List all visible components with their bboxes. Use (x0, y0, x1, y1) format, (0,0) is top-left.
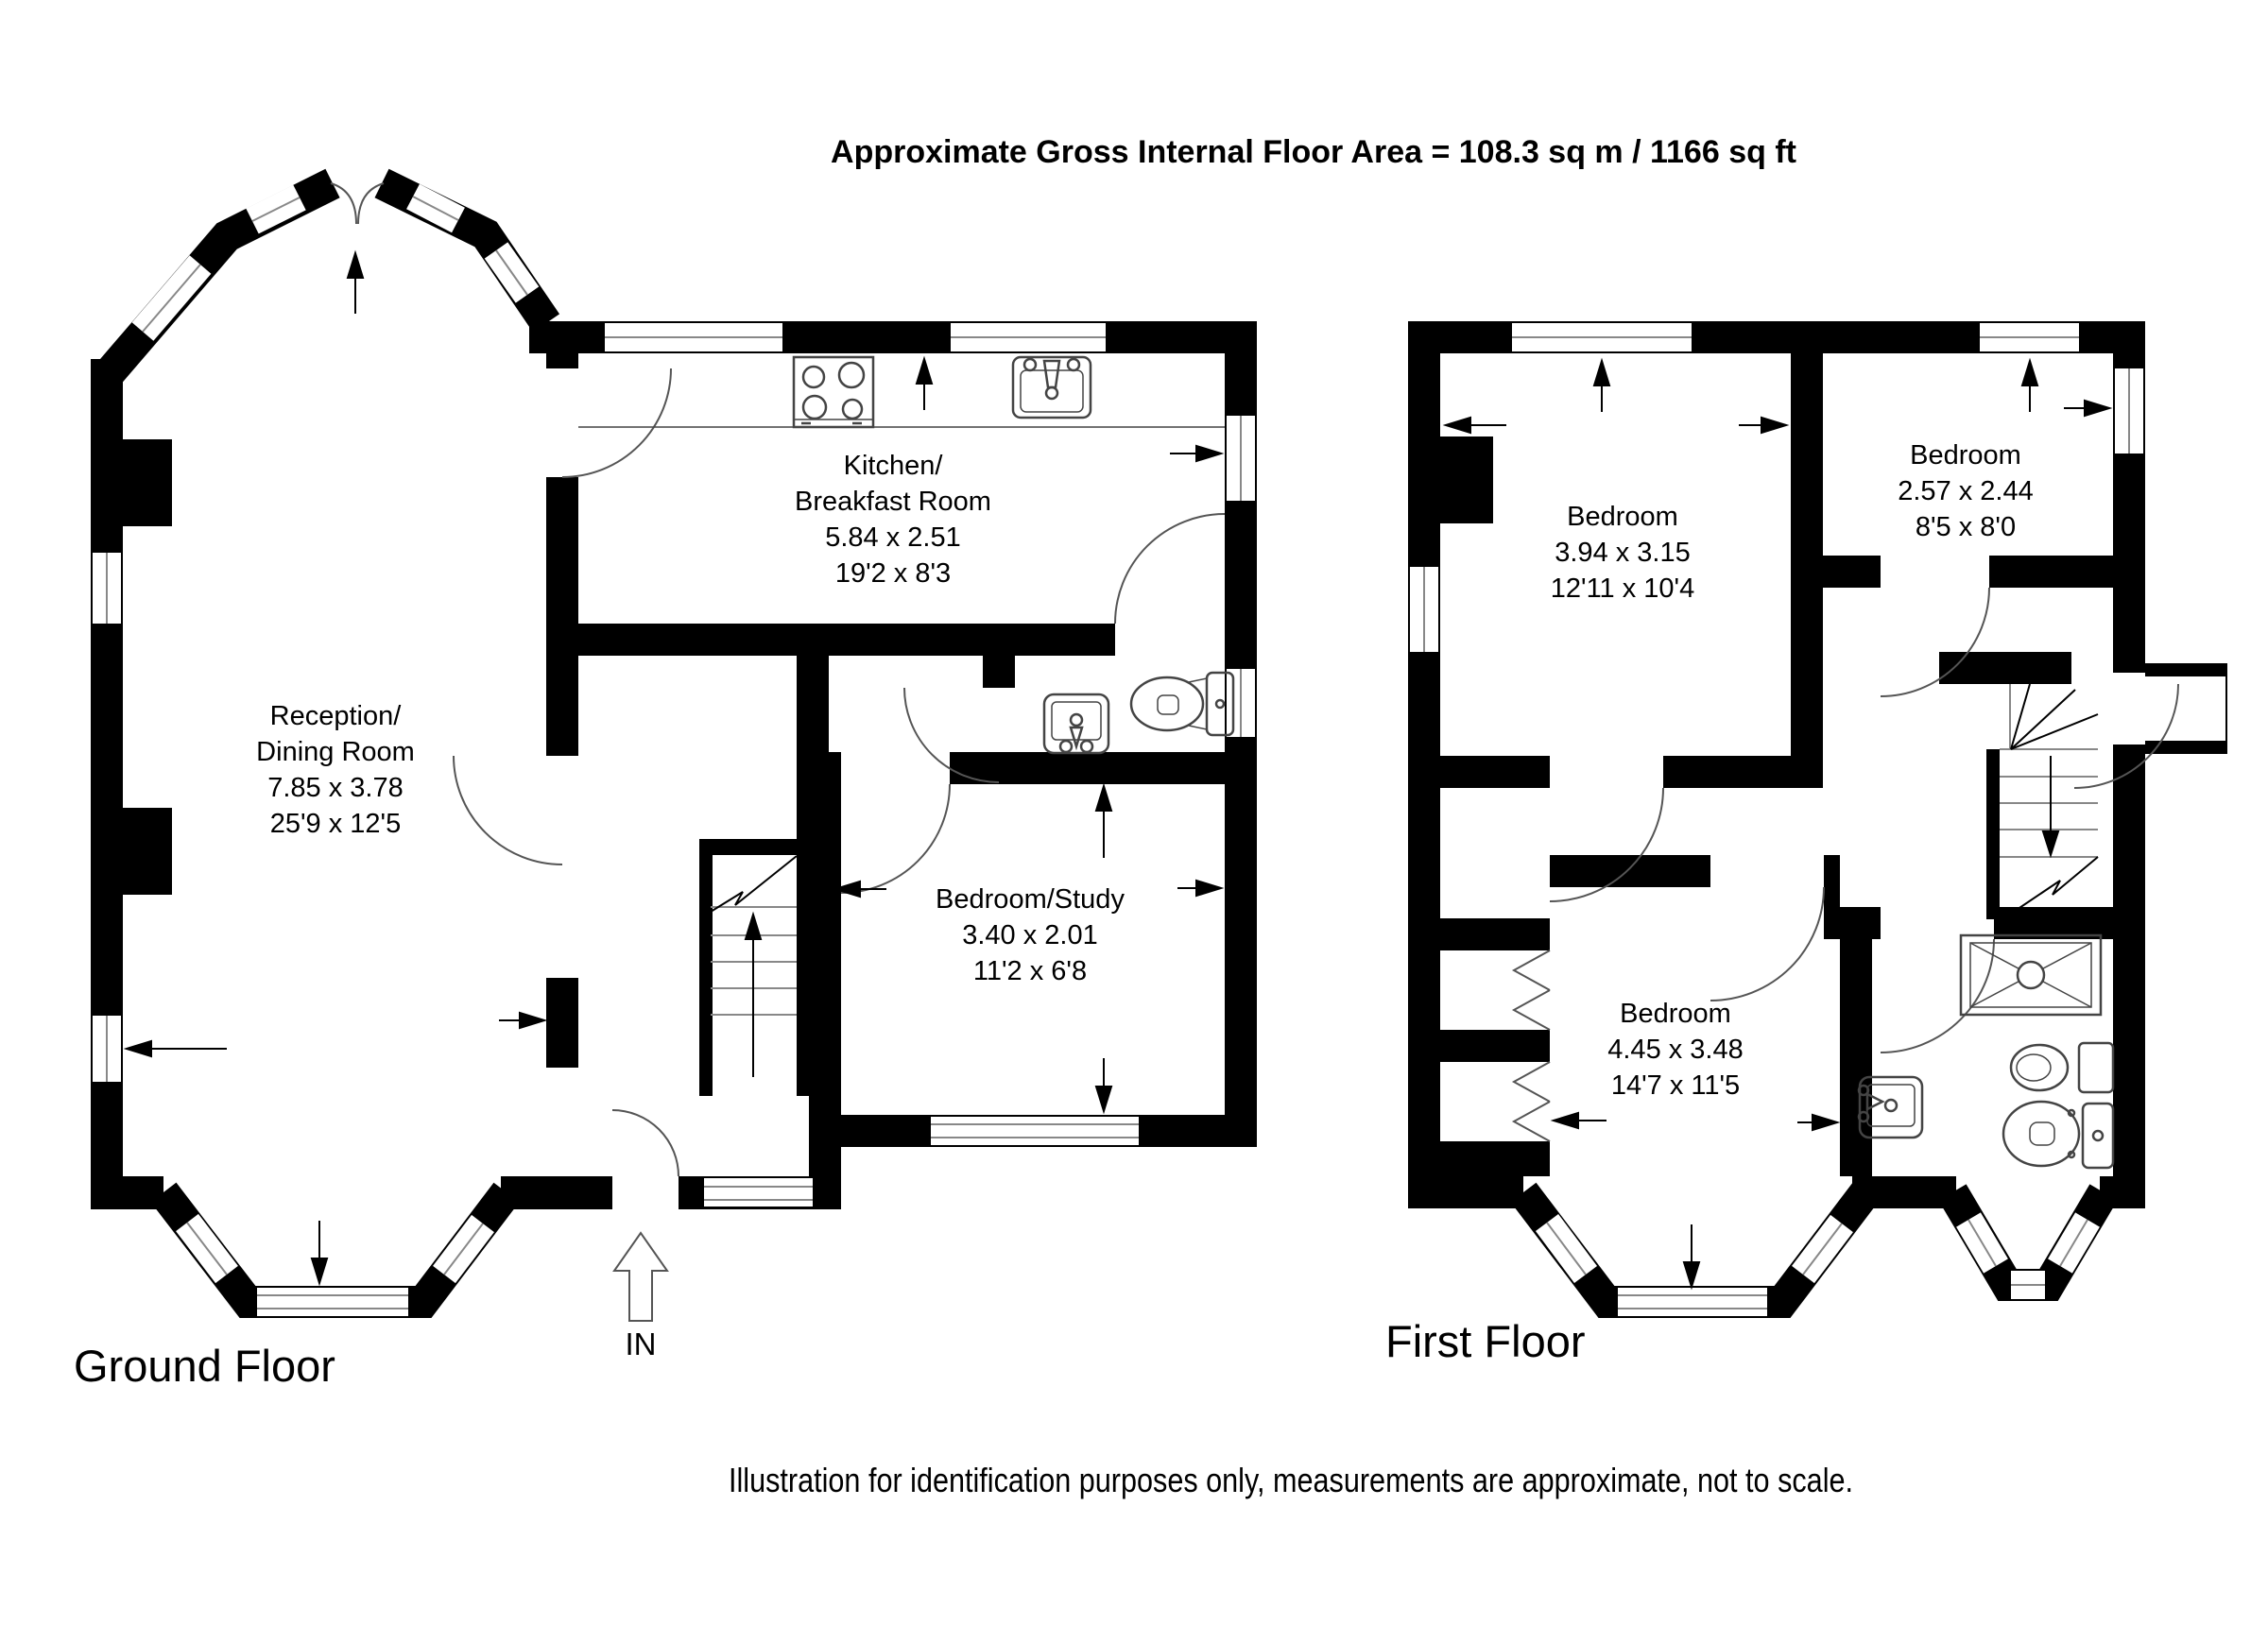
first-walls (1408, 321, 2226, 1318)
first-arrows (1442, 357, 2113, 1291)
room-name: Bedroom/Study (936, 884, 1125, 915)
first-fixtures (1857, 933, 2115, 1170)
ground-windows (93, 183, 1255, 1316)
ground-floor-title: Ground Floor (74, 1341, 335, 1391)
ground-floor-plan (91, 168, 1257, 1322)
room-dimensions-metric: 2.57 x 2.44 (1898, 476, 2034, 506)
room-dimensions-imperial: 25'9 x 12'5 (269, 809, 402, 839)
shower-icon (1959, 933, 2103, 1017)
page-title: Approximate Gross Internal Floor Area = … (831, 134, 1796, 170)
entrance-in-arrow-icon (612, 1231, 669, 1322)
room-dimensions-imperial: 14'7 x 11'5 (1610, 1070, 1741, 1101)
room-name: Bedroom (1567, 502, 1678, 532)
bathroom-sink-icon (1857, 1075, 1924, 1139)
disclaimer-text: Illustration for identification purposes… (728, 1461, 1854, 1499)
room-dimensions-metric: 7.85 x 3.78 (267, 773, 404, 803)
room-dimensions-imperial: 12'11 x 10'4 (1550, 573, 1695, 604)
room-dimensions-imperial: 8'5 x 8'0 (1915, 512, 2017, 542)
kitchen-sink-icon (1011, 355, 1092, 419)
room-dimensions-metric: 4.45 x 3.48 (1607, 1035, 1744, 1065)
first-windows (1410, 323, 2227, 1316)
first-floor-plan (1408, 321, 2227, 1318)
closet-door-icon (1511, 950, 1551, 991)
stove-icon (792, 355, 875, 429)
closet-door-icon (1511, 1101, 1551, 1142)
room-name: Bedroom (1620, 999, 1731, 1029)
room-dimensions-metric: 5.84 x 2.51 (825, 522, 961, 553)
wc-toilet-icon (1129, 671, 1235, 737)
room-label-reception: Reception/ Dining Room 7.85 x 3.78 25'9 … (256, 698, 415, 842)
first-doors (1511, 587, 2179, 1142)
entrance-label: IN (625, 1326, 657, 1361)
room-name: Reception/ (269, 701, 402, 731)
room-label-kitchen: Kitchen/ Breakfast Room 5.84 x 2.51 19'2… (795, 448, 991, 591)
ground-arrows (123, 249, 1225, 1322)
ground-doors (330, 182, 1226, 1177)
room-dimensions-imperial: 19'2 x 8'3 (834, 558, 952, 589)
room-dimensions-imperial: 11'2 x 6'8 (972, 956, 1088, 986)
ground-fixtures (578, 355, 1235, 755)
first-floor-title: First Floor (1385, 1316, 1586, 1366)
room-name: Breakfast Room (795, 487, 991, 517)
room-name: Bedroom (1910, 440, 2021, 471)
room-label-bedroom-3: Bedroom 4.45 x 3.48 14'7 x 11'5 (1607, 996, 1744, 1104)
room-name: Kitchen/ (843, 451, 943, 481)
room-label-bedroom-2: Bedroom 2.57 x 2.44 8'5 x 8'0 (1898, 437, 2034, 545)
first-stairs (2000, 683, 2099, 915)
room-dimensions-metric: 3.94 x 3.15 (1555, 538, 1691, 568)
closet-door-icon (1511, 1061, 1551, 1103)
room-dimensions-metric: 3.40 x 2.01 (962, 920, 1098, 950)
room-label-bedroom-study: Bedroom/Study 3.40 x 2.01 11'2 x 6'8 (936, 881, 1125, 989)
ground-stairs (710, 855, 798, 1077)
room-label-bedroom-1: Bedroom 3.94 x 3.15 12'11 x 10'4 (1551, 499, 1694, 607)
wc-sink-icon (1042, 693, 1110, 755)
closet-door-icon (1511, 989, 1551, 1031)
toilet-icon (2002, 1100, 2115, 1170)
room-name: Dining Room (256, 737, 415, 767)
bidet-icon (2009, 1041, 2115, 1094)
